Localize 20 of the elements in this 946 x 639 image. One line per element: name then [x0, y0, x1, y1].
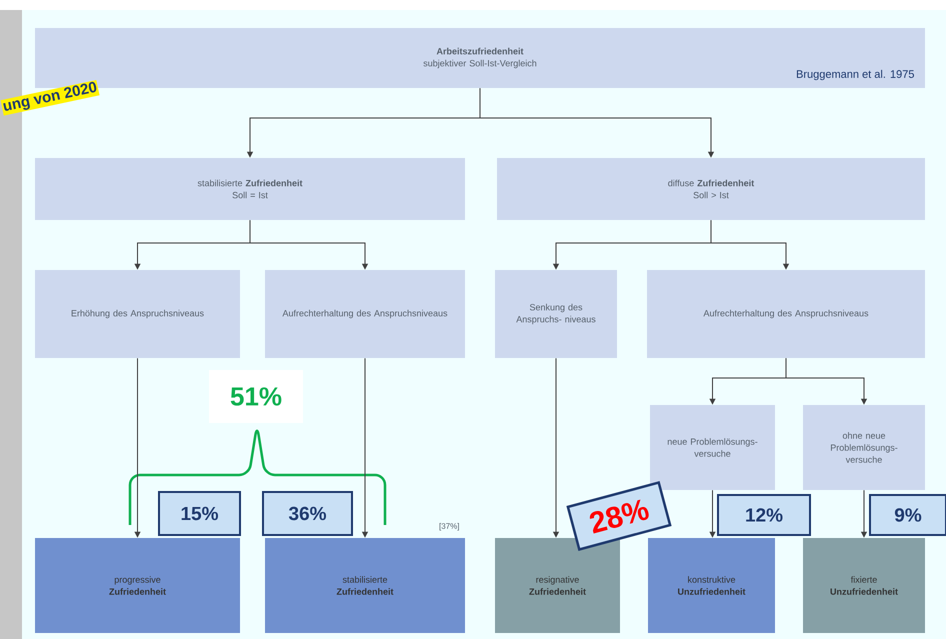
outcome-box: fixierte Unzufriedenheit: [803, 538, 925, 633]
outcome-box: konstruktive Unzufriedenheit: [648, 538, 775, 633]
category-box: diffuse Zufriedenheit Soll > Ist: [497, 158, 925, 220]
percentage-badge: 15%: [158, 491, 241, 536]
percentage-note: [37%]: [440, 523, 459, 530]
percentage-label: 51%: [209, 370, 303, 423]
category-box: neue Problemlösungs- versuche: [650, 405, 775, 490]
overlay-note: ung von 2020: [0, 80, 100, 116]
percentage-badge: 36%: [262, 491, 353, 536]
category-box: ohne neue Problemlösungs- versuche: [803, 405, 925, 490]
outcome-box: stabilisierte Zufriedenheit: [265, 538, 465, 633]
percentage-badge: 9%: [869, 494, 946, 536]
outcome-box: resignative Zufriedenheit: [495, 538, 620, 633]
category-box: Senkung des Anspruchs- niveaus: [495, 270, 617, 358]
outcome-box: progressive Zufriedenheit: [35, 538, 240, 633]
category-box: Aufrechterhaltung des Anspruchsniveaus: [265, 270, 465, 358]
percentage-badge: 12%: [717, 494, 811, 536]
category-box: Aufrechterhaltung des Anspruchsniveaus: [647, 270, 925, 358]
category-box: stabilisierte Zufriedenheit Soll = Ist: [35, 158, 465, 220]
category-box: Erhöhung des Anspruchsniveaus: [35, 270, 240, 358]
